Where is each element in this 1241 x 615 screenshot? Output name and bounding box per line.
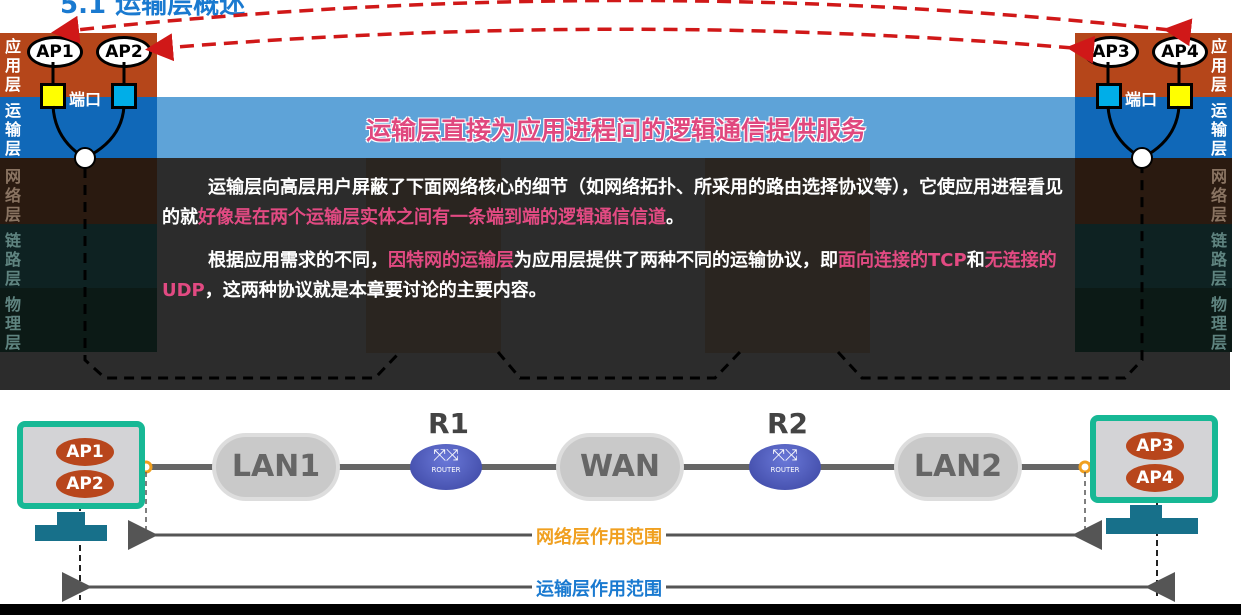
p2-highlight-1: 因特网的运输层: [388, 250, 514, 271]
bottom-bar: [0, 604, 1241, 615]
p2-text-1: 根据应用需求的不同，: [208, 250, 388, 271]
p1-end: 。: [666, 207, 684, 228]
router-r2-icon: ⤧⤨ ROUTER: [749, 444, 821, 490]
layer-label-physical: 物理层: [1210, 295, 1227, 352]
right-host-stand: [1130, 505, 1162, 519]
port-label: 端口: [69, 90, 102, 109]
p2-highlight-2: 面向连接的TCP: [838, 250, 967, 271]
layer-label-transport: 运输层: [4, 101, 21, 158]
banner: 运输层直接为应用进程间的逻辑通信提供服务: [157, 97, 1075, 158]
host-ap2: AP2: [56, 470, 114, 498]
port-label: 端口: [1125, 90, 1158, 109]
path-left: [83, 168, 402, 380]
layer-label-transport: 运输层: [1210, 101, 1227, 158]
logical-path-overlay: [51, 0, 1193, 380]
router-r1-label: R1: [428, 407, 470, 440]
banner-title: 运输层直接为应用进程间的逻辑通信提供服务: [365, 116, 866, 145]
paragraph-2: 根据应用需求的不同，因特网的运输层为应用层提供了两种不同的运输协议，即面向连接的…: [162, 246, 1077, 306]
p2-text-2: 为应用层提供了两种不同的运输协议，即: [514, 250, 838, 271]
path-middle: [496, 350, 742, 380]
layer-label-app: 应用层: [1210, 37, 1227, 94]
layer-label-app: 应用层: [4, 37, 21, 94]
router-arrows-icon: ⤧⤨: [433, 445, 459, 464]
layer-label-link: 链路层: [4, 231, 21, 288]
layer-label-physical: 物理层: [4, 295, 21, 352]
left-host-stand: [57, 512, 85, 526]
transport-range-label: 运输层作用范围: [532, 575, 666, 601]
cloud-lan2: LAN2: [898, 437, 1018, 497]
link-layer: [1075, 224, 1232, 288]
paragraph-1: 运输层向高层用户屏蔽了下面网络核心的细节（如网络拓扑、所采用的路由选择协议等），…: [162, 173, 1077, 233]
router-stack-r1: [366, 158, 501, 353]
cloud-lan1: LAN1: [216, 437, 336, 497]
p2-highlight-3: 无连接的UDP: [162, 250, 1057, 301]
router-badge: ROUTER: [431, 466, 461, 474]
left-host-base: [35, 525, 107, 541]
right-socket-icon: [1131, 147, 1153, 169]
layer-label-network: 网络层: [1210, 167, 1227, 224]
cloud-wan: WAN: [560, 437, 680, 497]
p2-text-3: 和: [966, 250, 985, 271]
left-protocol-stack: 应用层 运输层 网络层 链路层 物理层 AP1 AP2 端口: [0, 33, 157, 353]
dashed-arrow-inner: [145, 27, 1096, 64]
host-ap1: AP1: [56, 438, 114, 466]
layer-label-link: 链路层: [1210, 231, 1227, 288]
right-host: AP3 AP4: [1090, 415, 1218, 503]
left-host: AP1 AP2: [17, 421, 145, 509]
dashed-arrow-outer: [51, 0, 1193, 47]
network-layer: [1075, 158, 1232, 224]
layer-label-network: 网络层: [4, 167, 21, 224]
port-lines: [51, 62, 1181, 160]
link-layer: [0, 224, 157, 288]
slide-title: 5.1 运输层概述: [60, 0, 246, 20]
host-ap3: AP3: [1126, 432, 1184, 460]
router-arrows-icon: ⤧⤨: [772, 445, 798, 464]
router-stack-r2: [705, 158, 870, 353]
right-host-base: [1106, 518, 1198, 534]
p1-highlight: 好像是在两个运输层实体之间有一条端到端的逻辑通信信道: [198, 207, 666, 228]
physical-layer: [0, 288, 157, 352]
router-r2-label: R2: [767, 407, 809, 440]
right-interface-icon: [1078, 460, 1092, 474]
network-range-label: 网络层作用范围: [532, 523, 666, 549]
physical-layer: [1075, 288, 1232, 352]
network-layer: [0, 158, 157, 224]
p1-text: 运输层向高层用户屏蔽了下面网络核心的细节（如网络拓扑、所采用的路由选择协议等），…: [162, 177, 1063, 228]
text-overlay: [0, 158, 1230, 390]
host-ap4: AP4: [1126, 464, 1184, 492]
router-badge: ROUTER: [770, 466, 800, 474]
left-socket-icon: [74, 147, 96, 169]
p2-text-4: ，这两种协议就是本章要讨论的主要内容。: [204, 280, 547, 301]
router-r1-icon: ⤧⤨ ROUTER: [410, 444, 482, 490]
path-right: [836, 168, 1144, 380]
